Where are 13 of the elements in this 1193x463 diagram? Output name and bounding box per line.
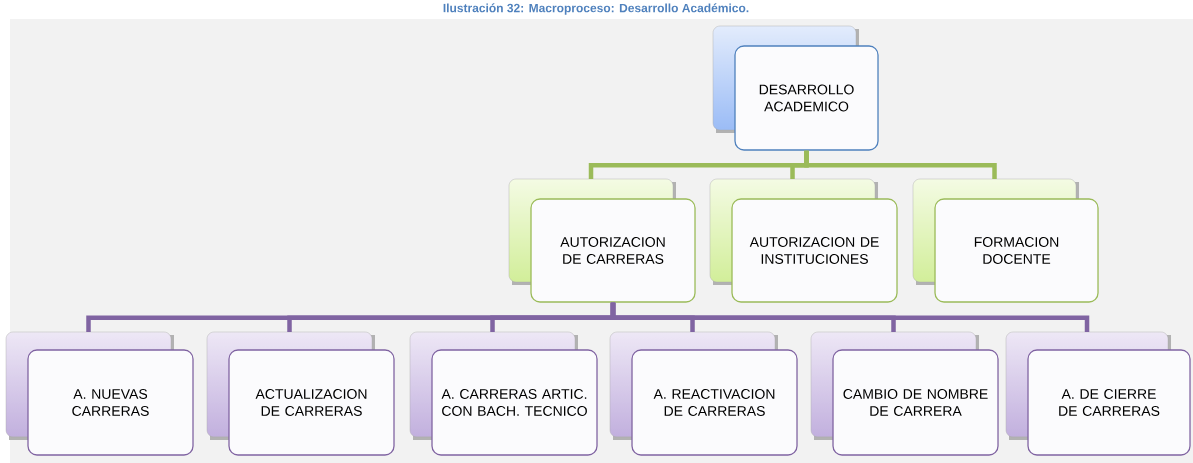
process-box: A. REACTIVACION DE CARRERAS bbox=[609, 331, 798, 456]
process-box: A. NUEVAS CARRERAS bbox=[5, 331, 194, 456]
connector-line bbox=[610, 302, 1090, 332]
process-box: ACTUALIZACION DE CARRERAS bbox=[206, 331, 395, 456]
process-box: A. CARRERAS ARTIC. CON BACH. TECNICO bbox=[409, 331, 598, 456]
process-box: DESARROLLO ACADEMICO bbox=[712, 25, 879, 151]
process-box: CAMBIO DE NOMBRE DE CARRERA bbox=[810, 331, 999, 456]
process-box: AUTORIZACION DE CARRERAS bbox=[508, 178, 696, 303]
process-box: AUTORIZACION DE INSTITUCIONES bbox=[709, 178, 898, 303]
process-box: FORMACION DOCENTE bbox=[912, 178, 1099, 303]
title: Ilustración 32: Macroproceso: Desarrollo Académico. bbox=[443, 3, 749, 15]
process-box: A. DE CIERRE DE CARRERAS bbox=[1005, 331, 1191, 456]
connector-line bbox=[804, 150, 997, 179]
